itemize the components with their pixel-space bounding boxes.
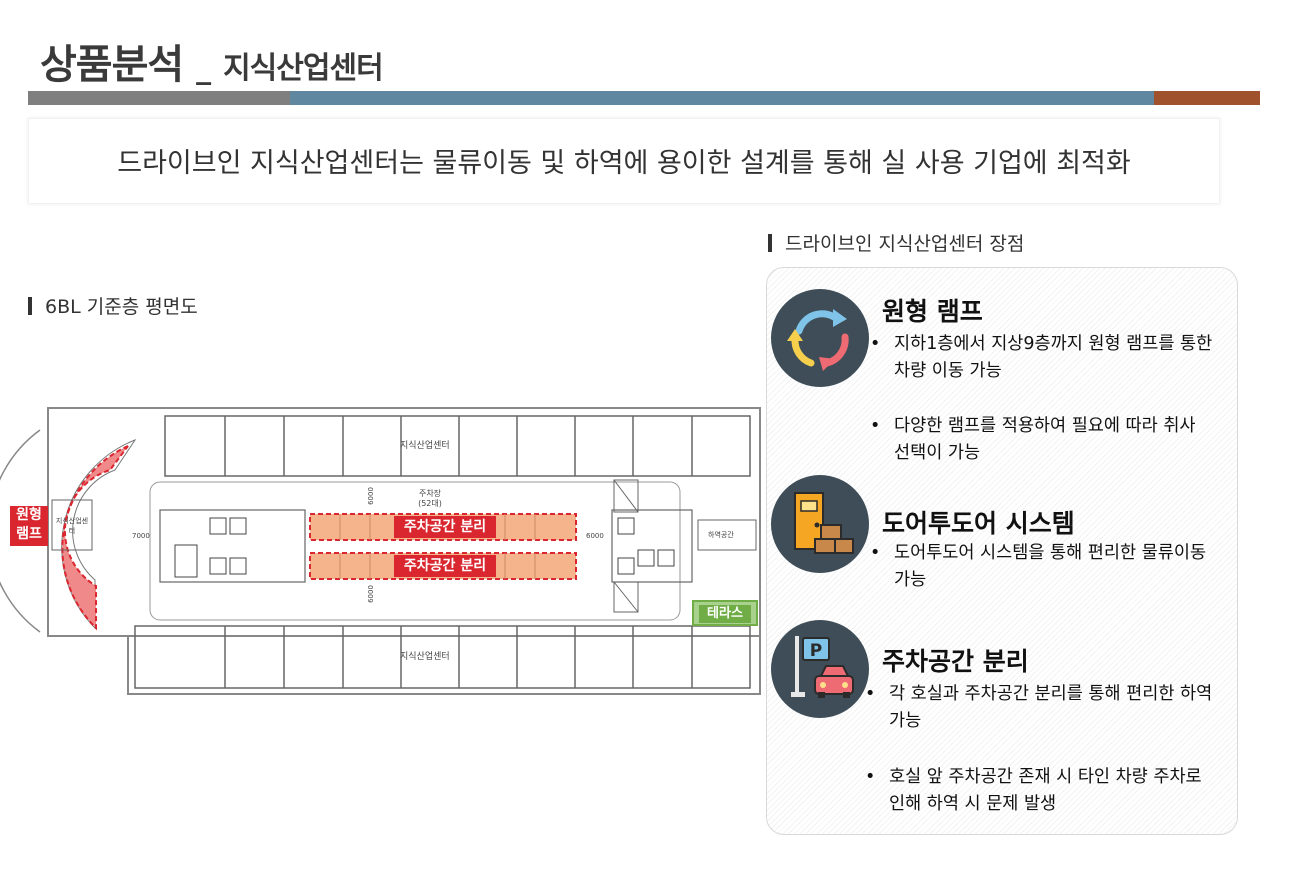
room-label-core: 지식산업센터	[55, 517, 89, 535]
loading-label: 하역공간	[708, 531, 734, 539]
floor-plan-drawing	[0, 407, 761, 695]
bullet-text-line2: 인해 하역 시 문제 발생	[889, 794, 1057, 814]
bullet-text-line1: 각 호실과 주차공간 분리를 통해 편리한 하역	[889, 684, 1213, 704]
bullet-dot: •	[870, 334, 881, 354]
floorplan-section-label: 6BL 기준층 평면도	[28, 292, 198, 319]
feature-ramp-bullet-2: • 다양한 램프를 적용하여 필요에 따라 취사 선택이 가능	[870, 413, 1230, 467]
room-label-top: 지식산업센터	[400, 441, 450, 451]
floor-plan: 지식산업센터 지식산업센터 지식산업센터 주차장 (52대) 7000 6000…	[0, 400, 765, 700]
parking-count: (52대)	[418, 499, 442, 508]
headline-text: 드라이브인 지식산업센터는 물류이동 및 하역에 용이한 설계를 통해 실 사용…	[117, 148, 1131, 179]
floorplan-section-label-text: 6BL 기준층 평면도	[45, 296, 198, 318]
bullet-text-line1: 호실 앞 주차공간 존재 시 타인 차량 주차로	[889, 767, 1202, 787]
page-title-separator: _	[196, 51, 211, 86]
page-title: 상품분석 _ 지식산업센터	[40, 32, 384, 90]
headline-box: 드라이브인 지식산업센터는 물류이동 및 하역에 용이한 설계를 통해 실 사용…	[28, 118, 1220, 204]
bottom-rooms	[134, 625, 751, 689]
ramp-tag: 원형 램프	[10, 506, 48, 546]
terrace-tag: 테라스	[699, 605, 751, 623]
advantages-section-label-text: 드라이브인 지식산업센터 장점	[785, 233, 1025, 255]
room-label-bottom: 지식산업센터	[400, 652, 450, 662]
bullet-text-line2: 차량 이동 가능	[894, 361, 1002, 381]
parking-tag-2: 주차공간 분리	[394, 555, 496, 577]
dim-vertical-1: 6000	[366, 487, 375, 505]
top-rooms	[164, 415, 751, 477]
dim-left: 7000	[132, 532, 150, 540]
page-title-main: 상품분석	[40, 42, 184, 88]
feature-title-ramp: 원형 램프	[882, 297, 983, 326]
parking-label: 주차장	[418, 489, 442, 498]
bullet-dot: •	[865, 767, 876, 787]
bullet-text-line1: 도어투도어 시스템을 통해 편리한 물류이동	[894, 543, 1207, 563]
parking-car-icon: P	[771, 620, 869, 718]
feature-title-parking: 주차공간 분리	[882, 647, 1029, 676]
ramp-tag-line1: 원형	[16, 507, 42, 523]
feature-title-door-to-door: 도어투도어 시스템	[882, 509, 1075, 538]
title-bar-gray	[28, 91, 290, 105]
bullet-text-line1: 지하1층에서 지상9층까지 원형 램프를 통한	[894, 334, 1213, 354]
dim-vertical-2: 6000	[366, 585, 375, 603]
svg-text:P: P	[810, 641, 822, 661]
feature-door-bullet-1: • 도어투도어 시스템을 통해 편리한 물류이동 가능	[870, 540, 1230, 594]
ramp-tag-line2: 램프	[16, 526, 42, 542]
bullet-text-line2: 선택이 가능	[894, 443, 981, 463]
feature-parking-bullet-2: • 호실 앞 주차공간 존재 시 타인 차량 주차로 인해 하역 시 문제 발생	[865, 764, 1230, 818]
advantages-section-label: 드라이브인 지식산업센터 장점	[768, 229, 1024, 256]
bullet-dot: •	[865, 684, 876, 704]
bullet-dot: •	[870, 543, 881, 563]
dim-right: 6000	[586, 532, 604, 540]
circular-arrows-icon	[771, 289, 869, 387]
bullet-dot: •	[870, 416, 881, 436]
page-subtitle: 지식산업센터	[223, 51, 384, 86]
parking-tag-1: 주차공간 분리	[394, 516, 496, 538]
feature-parking-bullet-1: • 각 호실과 주차공간 분리를 통해 편리한 하역 가능	[865, 681, 1230, 735]
door-boxes-icon	[771, 475, 869, 573]
bullet-text-line2: 가능	[894, 570, 927, 590]
bullet-text-line1: 다양한 램프를 적용하여 필요에 따라 취사	[894, 416, 1196, 436]
feature-ramp-bullet-1: • 지하1층에서 지상9층까지 원형 램프를 통한 차량 이동 가능	[870, 331, 1230, 385]
title-bar-blue	[290, 91, 1154, 105]
title-bar-brown	[1154, 91, 1260, 105]
bullet-text-line2: 가능	[889, 711, 922, 731]
ramp-area	[61, 445, 129, 631]
